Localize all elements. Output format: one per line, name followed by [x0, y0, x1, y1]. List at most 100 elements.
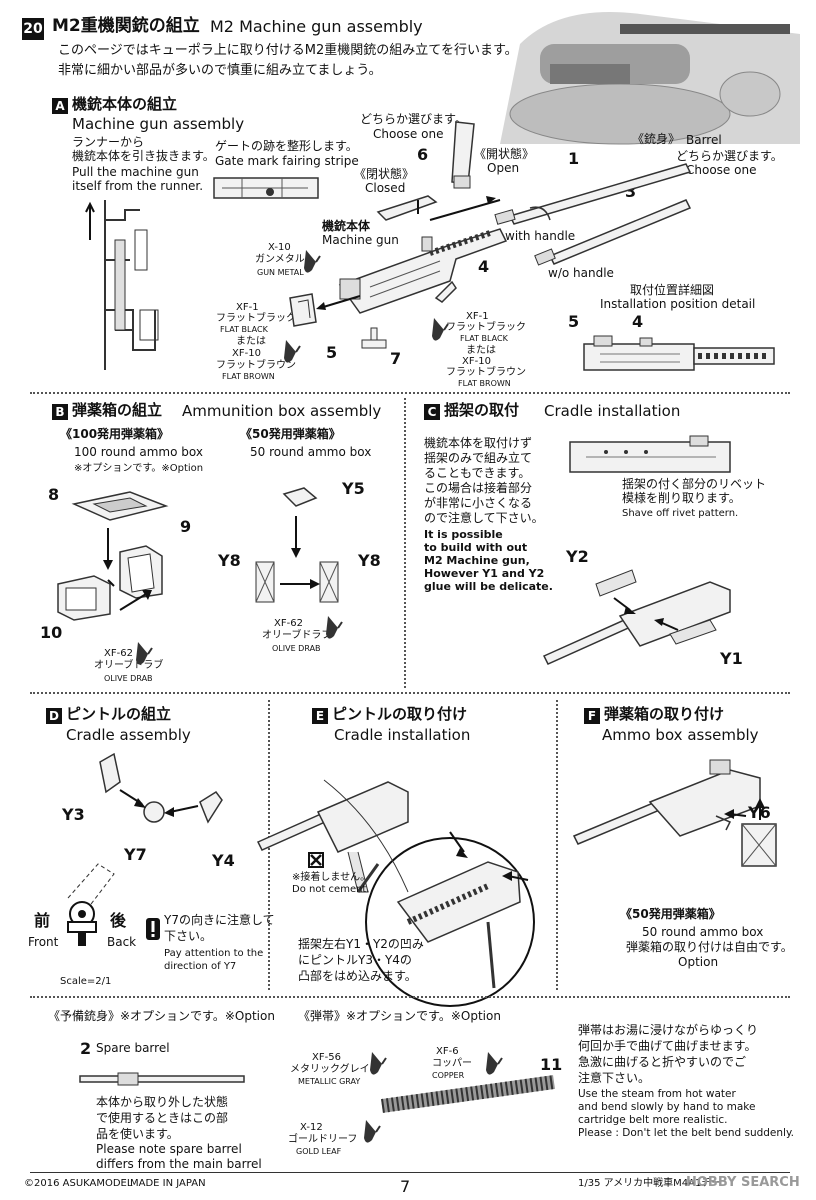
back-label-jp: 後 — [110, 911, 127, 930]
y7-orientation-drawing — [67, 863, 115, 946]
spare-barrel-label: Spare barrel — [96, 1041, 170, 1055]
part-label-y1: Y1 — [720, 649, 743, 668]
cradle-note-jp: 機銃本体を取付けず揺架のみで組み立てることもできます。 この場合は接着部分が非常… — [424, 436, 544, 525]
part-label-y7: Y7 — [124, 845, 147, 864]
paint-xf10-jp-left: フラットブラウン — [216, 360, 296, 371]
gate-note-jp: ゲートの跡を整形します。 — [215, 139, 358, 153]
section-b-title-jp: 弾薬箱の組立 — [72, 401, 163, 419]
paint-or-right: または — [466, 345, 496, 356]
attention-icon — [146, 918, 160, 940]
barrel-label-en: Barrel — [686, 133, 722, 147]
paint-x10-code: X-10 — [268, 242, 291, 253]
section-f-title-jp: 弾薬箱の取り付け — [604, 705, 725, 723]
paint-x12-en: GOLD LEAF — [296, 1147, 342, 1156]
installation-detail-drawing — [583, 335, 775, 371]
part-label-y8-left: Y8 — [218, 551, 241, 570]
section-f-letter: F — [584, 708, 600, 724]
footer-watermark: HOBBY SEARCH — [686, 1175, 800, 1190]
runner-note-en-1: Pull the machine gun — [72, 165, 199, 179]
part-8-lid — [71, 491, 169, 521]
part-10-box-front — [57, 575, 111, 621]
attention-note-jp-1: Y7の向きに注意して — [164, 913, 275, 927]
spare-barrel-drawing — [79, 1072, 245, 1086]
paint-xf1-jp-left: フラットブラック — [216, 313, 296, 324]
runner-drawing — [85, 200, 159, 370]
footer-made-in: MADE IN JAPAN — [130, 1178, 206, 1189]
paint-brush-icon — [304, 250, 321, 273]
gun-body-label-jp: 機銃本体 — [322, 219, 371, 233]
assembly-arrows-a — [316, 196, 501, 310]
section-c-title-en: Cradle installation — [544, 402, 681, 420]
paint-xf56-en: METALLIC GRAY — [298, 1077, 361, 1086]
attention-note-en-2: direction of Y7 — [164, 961, 237, 972]
spare-barrel-title: 《予備銃身》※オプションです。※Option — [48, 1009, 275, 1023]
section-a-letter: A — [52, 98, 68, 114]
choose-two-jp: どちらか選びます。 — [676, 149, 783, 163]
paint-or-left: または — [236, 336, 266, 347]
intro-line-1: このページではキューポラ上に取り付けるM2重機関銃の組み立てを行います。 — [58, 43, 518, 58]
detail-label-jp: 取付位置詳細図 — [630, 283, 715, 297]
part-label-y3: Y3 — [62, 805, 85, 824]
paint-xf56-code: XF-56 — [312, 1052, 341, 1063]
closed-label-jp: 《閉状態》 — [354, 167, 415, 181]
paint-xf62-en-b: OLIVE DRAB — [104, 674, 153, 683]
footer-kit-name: 1/35 アメリカ中戦車M4A1チー — [578, 1178, 722, 1189]
assembly-arrows-b — [103, 528, 152, 611]
closed-label-en: Closed — [365, 181, 406, 195]
part-number-4-detail: 4 — [632, 312, 644, 331]
open-label-jp: 《開状態》 — [474, 147, 535, 161]
rivet-note-jp-2: 模様を削り取ります。 — [622, 491, 741, 505]
paint-x10-jp: ガンメタル — [255, 254, 305, 265]
paint-brush-icon-g3 — [364, 1120, 381, 1143]
gun-body-label-en: Machine gun — [322, 233, 399, 247]
part-4-latch — [434, 280, 457, 303]
no-cement-icon — [308, 852, 324, 868]
paint-brush-icon-b — [136, 642, 153, 665]
gate-detail-drawing — [213, 177, 319, 199]
ammo-belt-title: 《弾帯》※オプションです。※Option — [298, 1009, 501, 1023]
without-handle-label: w/o handle — [548, 266, 614, 280]
pintle-assembly-drawing — [99, 752, 223, 824]
step-number: 20 — [22, 18, 44, 40]
part-5-bracket — [289, 293, 317, 327]
gate-note-en: Gate mark fairing stripe — [215, 154, 359, 168]
part-label-y6: Y6 — [748, 803, 771, 822]
no-cement-jp: ※接着しません。 — [292, 872, 371, 883]
part-7-pin — [361, 327, 387, 349]
paint-xf10-jp-right: フラットブラウン — [446, 367, 526, 378]
step-title-jp: M2重機関銃の組立 — [52, 16, 200, 36]
intro-line-2: 非常に細かい部品が多いので慎重に組み立てましょう。 — [58, 63, 382, 78]
part-number-5-detail: 5 — [568, 312, 580, 331]
paint-brush-icon-b2 — [326, 616, 343, 639]
part-y8-panels — [255, 516, 339, 603]
part-label-y8-right: Y8 — [358, 551, 381, 570]
attention-note-jp-2: 下さい。 — [164, 929, 213, 943]
section-c-title-jp: 揺架の取付 — [444, 401, 520, 419]
paint-xf6-jp: コッパー — [432, 1058, 472, 1069]
paint-x12-jp: ゴールドリーフ — [288, 1134, 358, 1145]
box100-label-en: 100 round ammo box — [74, 445, 203, 459]
part-number-11: 11 — [540, 1055, 563, 1074]
no-cement-en: Do not cement. — [292, 884, 370, 895]
footer-copyright: ©2016 ASUKAMODEL — [24, 1178, 133, 1189]
part-number-5-a: 5 — [326, 343, 338, 362]
part-label-y4: Y4 — [212, 851, 235, 870]
box100-label-jp: 《100発用弾薬箱》 — [60, 427, 170, 441]
part-6-closed-cover — [376, 195, 438, 221]
paint-xf62-code-b: XF-62 — [104, 648, 133, 659]
choose-one-jp: どちらか選びます。 — [360, 112, 467, 126]
section-e-title-jp: ピントルの取り付け — [332, 705, 468, 723]
section-b-title-en: Ammunition box assembly — [182, 402, 382, 420]
part-number-1: 1 — [568, 149, 580, 168]
part-y5-lid — [282, 487, 318, 507]
part-label-y2: Y2 — [566, 547, 589, 566]
footer-page-number: 7 — [400, 1177, 411, 1196]
paint-xf10-code-right: XF-10 — [462, 356, 491, 367]
paint-xf62-code-b2: XF-62 — [274, 618, 303, 629]
front-label-en: Front — [28, 935, 59, 949]
paint-xf62-jp-b2: オリーブドラブ — [262, 630, 332, 641]
box50-label-jp: 《50発用弾薬箱》 — [240, 427, 341, 441]
section-f-title-en: Ammo box assembly — [602, 726, 759, 744]
